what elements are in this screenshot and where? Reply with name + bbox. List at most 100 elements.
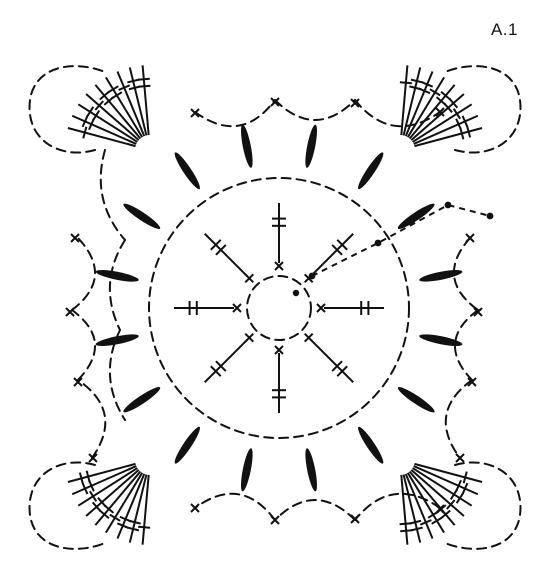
fan-top-left-crossbar — [94, 100, 104, 111]
fan-top-left-stitch — [67, 127, 136, 148]
fan-bottom-right-stitch — [406, 472, 445, 534]
fan-top-right-stitch — [400, 65, 409, 136]
fan-bottom-left-crossbar — [89, 490, 98, 502]
fan-bottom-left-crossbar — [119, 515, 132, 523]
single-crochet-mark — [70, 233, 80, 243]
single-crochet-mark — [270, 97, 280, 107]
fan-bottom-right-stitch — [402, 474, 422, 543]
fan-top-right-crossbar — [418, 87, 431, 95]
bobble — [123, 387, 161, 413]
fan-bottom-right-crossbar — [446, 499, 456, 510]
bobble — [397, 203, 435, 229]
left-arch-1 — [77, 379, 107, 459]
fan-top-right-crossbar — [399, 81, 412, 85]
fan-bottom-left-stitch — [128, 474, 148, 543]
bottom-arch-1 — [354, 492, 441, 521]
fan-bottom-left-crossbar — [99, 509, 110, 520]
fan-bottom-right-crossbar — [400, 529, 413, 533]
bottom-arch-3 — [194, 492, 276, 521]
slip-stitch-dot — [308, 272, 316, 280]
fan-top-left-crossbar — [137, 77, 150, 81]
fan-bottom-right-crossbar — [462, 471, 468, 484]
fan-bottom-left-stitch — [116, 473, 146, 539]
fan-bottom-left-crossbar — [116, 522, 129, 529]
fan-top-left-crossbar — [118, 84, 131, 91]
fan-top-right-crossbar — [448, 98, 459, 109]
fan-bottom-left-stitch — [67, 462, 136, 483]
slip-stitch-dot — [444, 201, 452, 209]
treble-crossbar — [215, 244, 227, 256]
outer-border — [28, 65, 522, 550]
single-crochet-mark — [190, 503, 200, 513]
corner-arch-top-right — [444, 65, 522, 154]
treble-crossbar — [336, 239, 348, 251]
fan-top-right-stitch — [408, 84, 456, 140]
fan-top-right-crossbar — [459, 127, 465, 140]
right-arch-1 — [453, 237, 479, 311]
fan-top-left-crossbar — [107, 85, 119, 94]
fan-bottom-right-crossbar — [399, 522, 412, 526]
fan-bottom-left-crossbar — [127, 526, 140, 532]
fan-bottom-right-crossbar — [449, 488, 459, 500]
single-crochet-mark — [232, 303, 242, 313]
treble-stitch — [310, 233, 354, 277]
fan-top-right-crossbar — [443, 102, 453, 113]
fan-bottom-left-stitch — [85, 469, 140, 517]
fan-bottom-right-crossbar — [440, 509, 451, 520]
fan-bottom-left-crossbar — [81, 482, 89, 495]
single-crochet-mark — [435, 107, 445, 117]
corner-arch-bottom-left — [28, 461, 106, 550]
fan-top-right-stitch — [412, 103, 473, 143]
bottom-arch-2 — [274, 499, 356, 521]
single-crochet-mark — [190, 108, 200, 118]
fan-top-right-crossbar — [452, 108, 461, 120]
fan-top-left-stitch — [116, 71, 146, 137]
fan-top-left-stitch — [85, 93, 140, 141]
bobble — [123, 203, 161, 229]
fan-bottom-right-stitch — [410, 469, 465, 517]
bobble — [240, 124, 253, 168]
fan-top-left-crossbar — [82, 126, 88, 139]
single-crochet-mark — [274, 261, 284, 271]
fan-top-right-stitch — [413, 114, 479, 145]
fan-bottom-right-stitch — [400, 474, 409, 545]
treble-crossbar — [210, 239, 222, 251]
fan-bottom-right-crossbar — [427, 510, 439, 519]
treble-stitch — [310, 339, 354, 383]
fan-top-right-stitch — [410, 93, 465, 141]
corner-arch-bottom-right — [444, 461, 522, 550]
fan-bottom-right-stitch — [408, 470, 456, 526]
bobbles — [95, 124, 463, 492]
start-dot — [292, 289, 300, 297]
treble-stitch — [204, 233, 248, 277]
center-trebles — [174, 203, 384, 413]
bobble — [358, 152, 384, 190]
bobble — [240, 448, 253, 492]
fan-bottom-left-crossbar — [138, 525, 151, 529]
fan-top-left-crossbar — [111, 91, 123, 100]
fan-bottom-left-stitch — [141, 474, 150, 545]
fan-top-right-crossbar — [466, 125, 472, 138]
single-crochet-mark — [316, 303, 326, 313]
treble-crossbar — [336, 365, 348, 377]
bobble — [358, 426, 384, 464]
top-arch-2 — [274, 99, 356, 121]
chain-line — [311, 203, 491, 277]
inner-arch-left-top — [99, 149, 126, 241]
corner-fans — [67, 65, 483, 545]
bobble — [174, 152, 200, 190]
bobble — [174, 426, 200, 464]
fan-bottom-right-stitch — [404, 473, 434, 539]
fan-top-right-crossbar — [421, 81, 434, 88]
left-arch-3 — [71, 237, 96, 311]
fan-bottom-right-stitch — [412, 467, 473, 507]
single-crochet-mark — [350, 98, 360, 108]
fan-bottom-left-crossbar — [91, 501, 102, 512]
single-crochet-mark — [465, 233, 475, 243]
corner-arch-top-left — [28, 65, 106, 154]
fan-bottom-right-stitch — [414, 462, 483, 483]
fan-top-right-crossbar — [461, 115, 469, 128]
single-crochet-mark — [244, 273, 255, 284]
